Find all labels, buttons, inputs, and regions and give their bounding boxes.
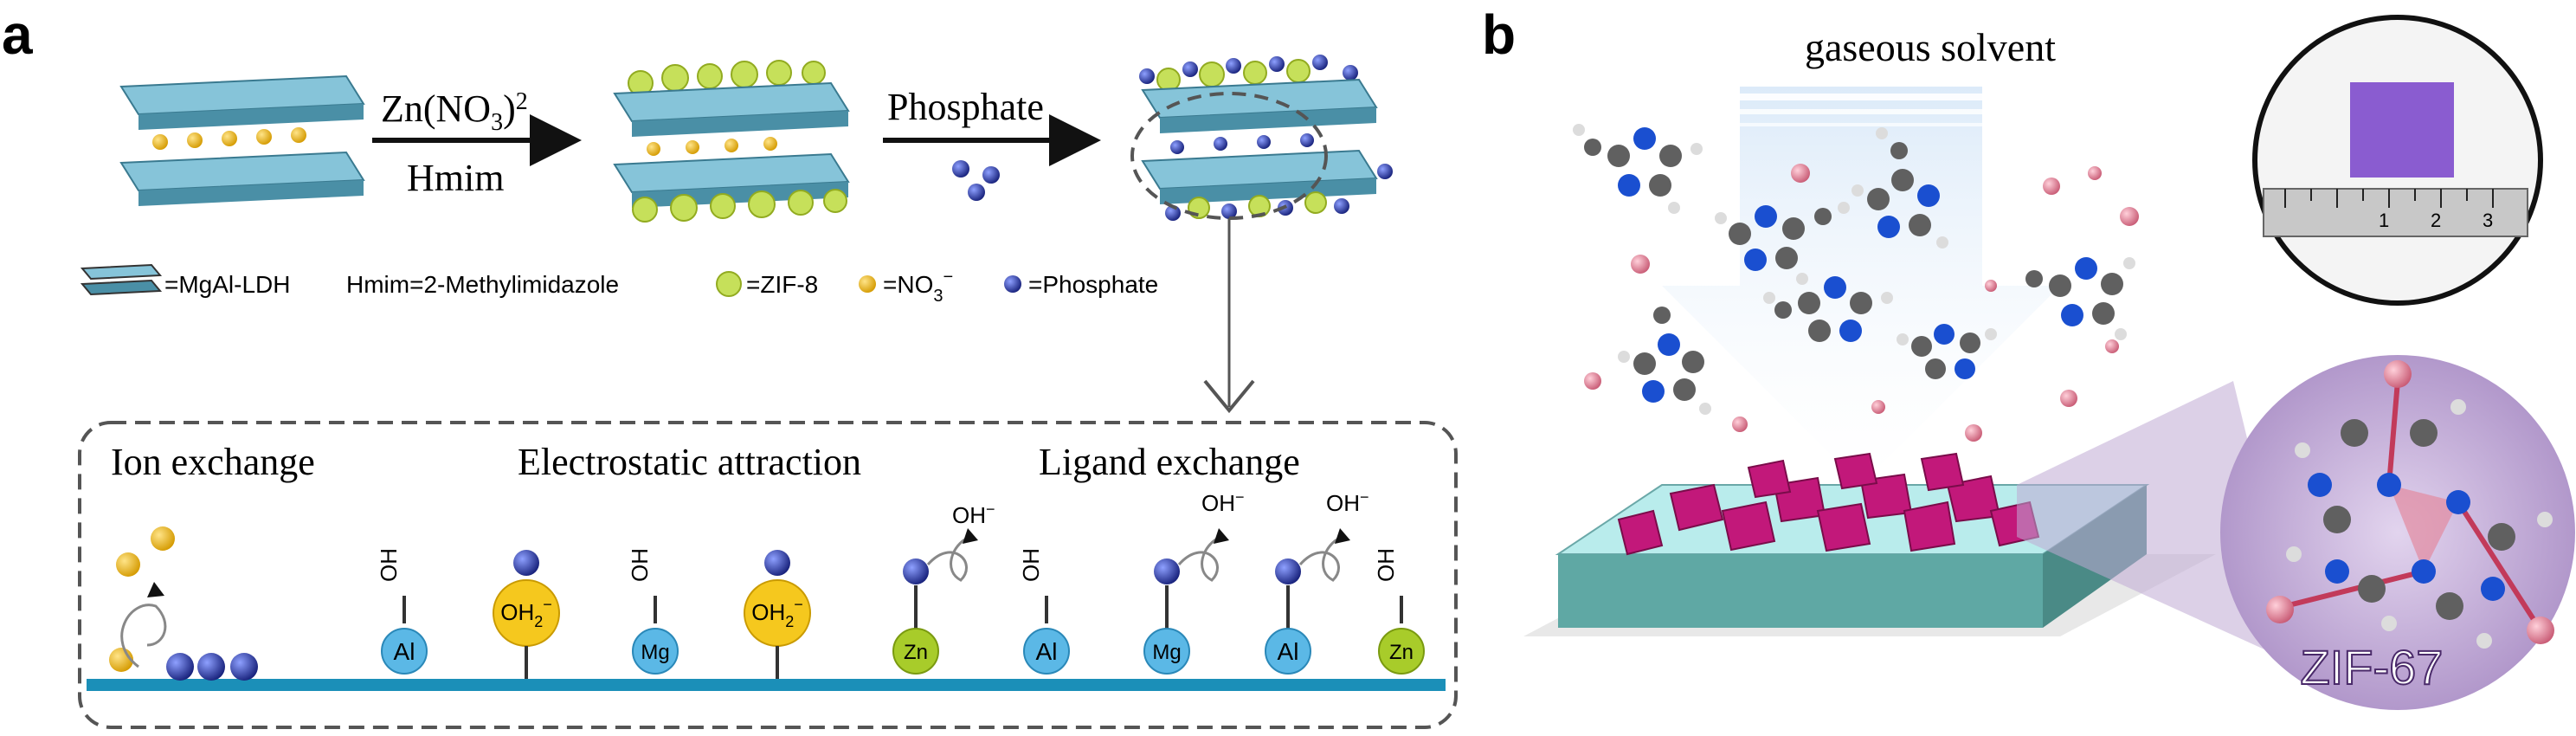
hmim-molecule xyxy=(2025,257,2135,340)
site-al-1: OH Al xyxy=(376,548,428,675)
gas-flow-arrow xyxy=(1662,87,2060,485)
hmim-molecule xyxy=(1618,307,1711,415)
site-mg-2: OH− Mg xyxy=(1143,488,1245,675)
ldh-zif8-phosphate-stack xyxy=(1130,55,1393,221)
svg-text:OH: OH xyxy=(627,548,653,582)
cobalt-ions xyxy=(1584,164,2139,442)
zoom-cone xyxy=(2017,381,2302,667)
site-zn-1: OH− Zn xyxy=(892,500,995,675)
svg-text:OH: OH xyxy=(376,548,402,582)
zif8-particles-top xyxy=(1156,59,1311,92)
hmim-molecule xyxy=(1573,124,1703,214)
legend-phosphate-label: =Phosphate xyxy=(1028,271,1158,298)
ldh-sheet xyxy=(1141,78,1378,133)
legend-nitrate-label: =NO3− xyxy=(883,268,953,306)
ruler-number: 1 xyxy=(2379,210,2389,231)
legend-phosphate-icon xyxy=(1004,275,1021,293)
reagent-hmim-label: Hmim xyxy=(407,157,504,199)
hmim-molecule xyxy=(1897,324,1997,379)
site-al-2: OH Al xyxy=(1018,548,1070,675)
ldh-sheet xyxy=(119,74,365,130)
svg-text:Al: Al xyxy=(1036,638,1058,665)
zif67-film xyxy=(2350,82,2454,178)
mechanism-box xyxy=(78,421,1458,729)
zoom-highlight-ellipse xyxy=(1130,92,1328,220)
zoom-connector xyxy=(1203,218,1255,414)
svg-text:Zn: Zn xyxy=(904,641,928,664)
reagent-phosphate-label: Phosphate xyxy=(887,86,1044,128)
zif67-label: ZIF-67 xyxy=(2301,640,2444,694)
reaction-arrow-phosphate: Phosphate xyxy=(883,86,1101,201)
svg-text:OH: OH xyxy=(1018,548,1044,582)
panel-a-label: a xyxy=(2,3,33,66)
legend-zif8-icon xyxy=(716,271,742,297)
gaseous-solvent-label: gaseous solvent xyxy=(1805,25,2056,69)
ruler-number: 3 xyxy=(2483,210,2493,231)
svg-text:Mg: Mg xyxy=(641,641,669,664)
svg-text:OH−: OH− xyxy=(952,500,995,528)
legend-hmim-label: Hmim=2-Methylimidazole xyxy=(346,271,619,298)
nitrate-ions xyxy=(152,127,306,150)
mechanism-ligand-exchange-title: Ligand exchange xyxy=(1039,441,1300,483)
ldh-sheet xyxy=(613,81,850,137)
site-al-3: OH− Al xyxy=(1265,488,1369,675)
reaction-arrow-zn: Zn(NO3)2 Hmim xyxy=(372,87,582,199)
svg-text:Al: Al xyxy=(394,638,415,665)
hmim-molecule xyxy=(1763,276,1893,342)
svg-text:OH−: OH− xyxy=(1326,488,1369,516)
svg-text:Mg: Mg xyxy=(1152,641,1181,664)
site-oh2-1: OH2− xyxy=(493,550,560,679)
svg-text:OH−: OH− xyxy=(1201,488,1245,516)
svg-text:Zn: Zn xyxy=(1389,641,1414,664)
ldh-sheet xyxy=(119,151,365,206)
ldh-surface xyxy=(87,679,1446,691)
phosphate-ions xyxy=(1165,133,1393,221)
legend-ldh-swatch xyxy=(80,263,163,296)
site-oh2-2: OH2− xyxy=(744,550,811,679)
mechanism-electrostatic-title: Electrostatic attraction xyxy=(518,441,861,483)
ldh-stack-pristine xyxy=(119,74,365,206)
phosphate-ions xyxy=(1139,55,1358,84)
film-photo: 1 2 3 xyxy=(2252,15,2543,306)
svg-text:OH2−: OH2− xyxy=(751,596,803,630)
svg-text:OH2−: OH2− xyxy=(500,596,552,630)
legend: =MgAl-LDH Hmim=2-Methylimidazole =ZIF-8 … xyxy=(80,263,1158,306)
zif67-zoom: ZIF-67 xyxy=(2220,355,2575,710)
site-mg-1: OH Mg xyxy=(627,548,679,675)
ldh-zif8-stack xyxy=(613,60,850,223)
zif67-molecular-model xyxy=(2266,360,2554,649)
svg-text:OH: OH xyxy=(1373,548,1399,582)
hmim-molecule xyxy=(1852,127,1948,249)
site-zn-2: OH Zn xyxy=(1373,548,1425,675)
legend-nitrate-icon xyxy=(859,275,876,293)
zif8-particles-bottom xyxy=(632,189,847,223)
mechanism-ion-exchange-title: Ion exchange xyxy=(111,441,315,483)
ion-exchange-illustration xyxy=(109,526,258,681)
ruler-number: 2 xyxy=(2431,210,2441,231)
legend-zif8-label: =ZIF-8 xyxy=(746,271,818,298)
hmim-molecule xyxy=(1715,202,1850,285)
legend-ldh-label: =MgAl-LDH xyxy=(164,271,290,298)
ruler: 1 2 3 xyxy=(2263,188,2528,237)
nitrate-ions xyxy=(647,137,777,156)
panel-a: a Zn(NO3)2 Hmim xyxy=(2,3,1458,729)
svg-text:Al: Al xyxy=(1278,638,1299,665)
reagent-zn-label: Zn(NO3)2 xyxy=(381,87,528,136)
panel-b-label: b xyxy=(1482,3,1516,66)
panel-b: b gaseous solvent xyxy=(1482,3,2575,710)
